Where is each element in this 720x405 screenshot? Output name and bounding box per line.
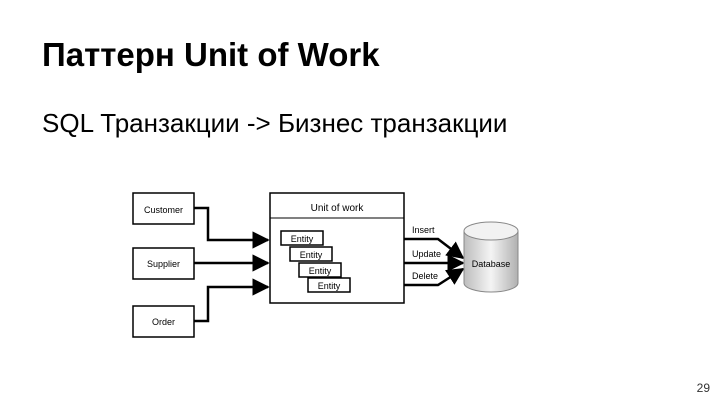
arrow-order	[194, 278, 270, 323]
source-supplier: Supplier	[132, 247, 195, 280]
source-supplier-label: Supplier	[147, 259, 180, 269]
entity-label: Entity	[318, 281, 341, 291]
entity-card: Entity	[307, 277, 351, 293]
source-customer-label: Customer	[144, 205, 183, 215]
entity-label: Entity	[309, 266, 332, 276]
source-order-label: Order	[152, 317, 175, 327]
operation-update-label: Update	[412, 249, 441, 259]
operation-delete: Delete	[404, 267, 465, 287]
operation-insert-label: Insert	[412, 225, 435, 235]
entity-label: Entity	[300, 250, 323, 260]
entity-card: Entity	[280, 230, 324, 246]
entity-label: Entity	[291, 234, 314, 244]
slide-title: Паттерн Unit of Work	[42, 36, 380, 73]
slide-subtitle: SQL Транзакции -> Бизнес транзакции	[42, 108, 508, 138]
unit-of-work-title: Unit of work	[311, 203, 365, 214]
page-number: 29	[696, 381, 710, 395]
entity-card: Entity	[289, 246, 333, 262]
source-order: Order	[132, 305, 195, 338]
entity-card: Entity	[298, 262, 342, 278]
operation-insert: Insert	[404, 225, 465, 260]
source-customer: Customer	[132, 192, 195, 225]
operation-delete-label: Delete	[412, 271, 438, 281]
entity-stack: Entity Entity Entity Entity	[280, 230, 351, 293]
arrow-customer	[194, 206, 270, 249]
database-label: Database	[472, 259, 511, 269]
database-icon: Database	[463, 221, 519, 293]
operation-update: Update	[404, 249, 465, 272]
